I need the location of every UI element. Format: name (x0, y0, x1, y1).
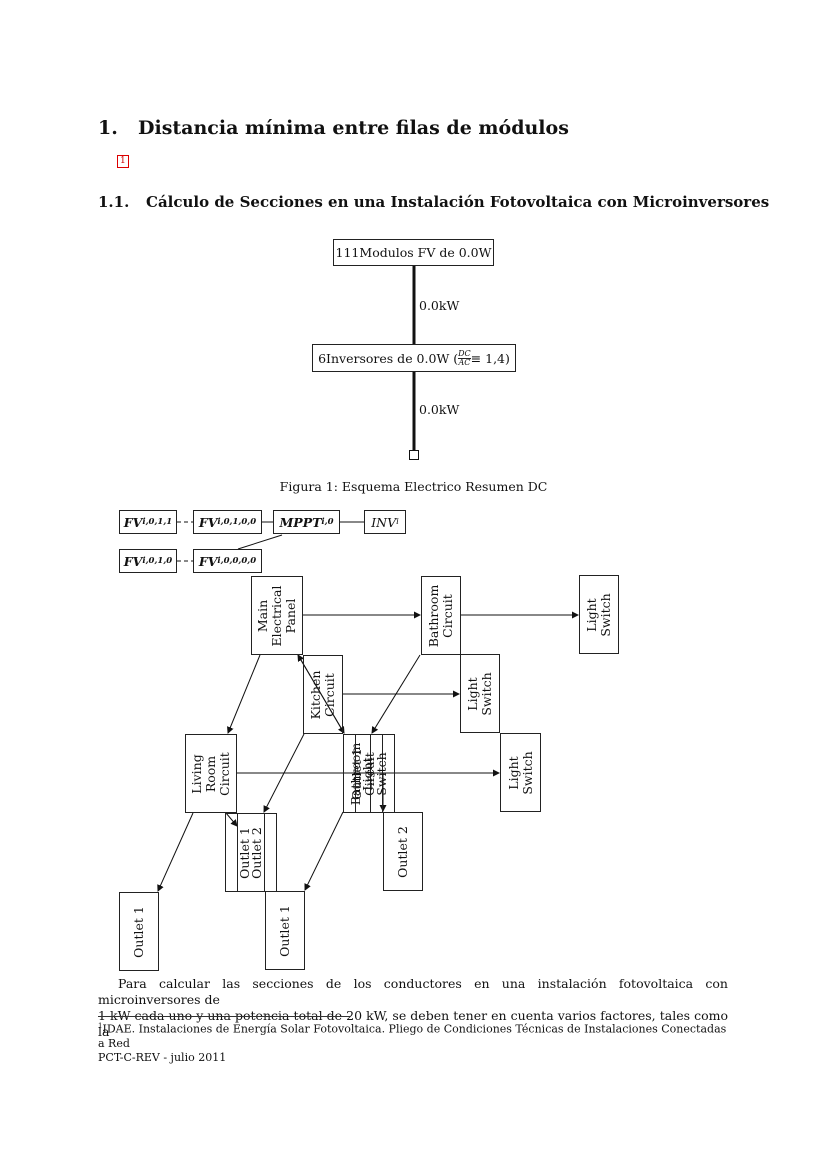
pv-modules-box: 111Modulos FV de 0.0W (333, 239, 494, 266)
kitchen-circuit-node: Kitchen Circuit (303, 655, 343, 734)
node-label: Light Switch (465, 671, 494, 716)
dc-power-top-label: 0.0kW (419, 298, 460, 313)
outlet-2-node: Outlet 2 (383, 812, 423, 891)
ratio-tail: ≡ 1,4) (470, 350, 510, 366)
inverters-label: 6Inversores de 0.0W ( (318, 350, 459, 366)
node-label: Outlet 1 (277, 904, 292, 957)
inv-subscript: i (396, 517, 399, 527)
light-switch-node: Light Switch (500, 733, 541, 812)
bathroom-circuit-node: Bathroom Circuit (421, 576, 461, 655)
subsection-heading: 1.1. Cálculo de Secciones en una Instalac… (98, 193, 769, 211)
light-switch-node: Light Switch (460, 654, 500, 733)
section-title: Distancia mínima entre filas de módulos (138, 117, 569, 139)
section-number: 1. (98, 117, 118, 139)
fv-subscript: i,0,1,0,0 (217, 517, 257, 527)
mppt-symbol: MPPT (279, 514, 322, 530)
section-heading: 1. Distancia mínima entre filas de módulo… (98, 117, 569, 139)
footnote-rule (98, 1016, 350, 1017)
fv-symbol: FV (123, 553, 143, 569)
dc-power-bottom-label: 0.0kW (419, 402, 460, 417)
paragraph-line-1: Para calcular las secciones de los condu… (98, 976, 728, 1007)
subsection-number: 1.1. (98, 193, 130, 211)
figure2-connector-lines (157, 521, 579, 892)
ratio-numerator: DC (458, 348, 471, 359)
footnote-line-1: IDAE. Instalaciones de Energía Solar Fot… (98, 1022, 727, 1050)
node-label: Living Room Circuit (189, 751, 232, 796)
light-switch-node: Light Switch (579, 575, 619, 654)
inv-symbol: INV (371, 514, 397, 530)
node-label: Bathroom Circuit (426, 584, 455, 647)
main-electrical-panel-node: Main Electrical Panel (251, 576, 303, 655)
footnote-line-2: PCT-C-REV - julio 2011 (98, 1050, 227, 1064)
mppt-subscript: i,0 (321, 517, 334, 527)
figure1-caption: Figura 1: Esquema Electrico Resumen DC (279, 479, 548, 494)
node-label: Outlet 1 (131, 905, 146, 958)
footnote: 1IDAE. Instalaciones de Energía Solar Fo… (98, 1019, 730, 1065)
outlet-1-node: Outlet 1 (119, 892, 159, 971)
body-paragraph: Para calcular las secciones de los condu… (98, 976, 728, 1040)
node-label: Outlet 2 (249, 826, 264, 879)
fv-subscript: i,0,0,0,0 (217, 556, 257, 566)
node-label: Outlet 2 (395, 825, 410, 878)
node-label: Light Switch (360, 751, 389, 796)
fv-symbol: FV (198, 514, 218, 530)
fv-symbol: FV (123, 514, 143, 530)
fv-subscript: i,0,1,0 (142, 556, 173, 566)
light-switch-node: Light Switch (355, 734, 395, 813)
figure1-connector-lines (409, 266, 419, 460)
node-label: Light Switch (584, 592, 613, 637)
node-label: Kitchen Circuit (308, 670, 337, 719)
ratio-denominator: AC (458, 357, 471, 367)
living-room-circuit-node: Living Room Circuit (185, 734, 237, 813)
node-label: Light Switch (505, 750, 535, 795)
fv-symbol: FV (198, 553, 218, 569)
fv-subscript: i,0,1,1 (142, 517, 173, 527)
node-label: Main Electrical Panel (255, 585, 298, 646)
footnote-mark: 1 (98, 1022, 103, 1030)
subsection-title: Cálculo de Secciones en una Instalación … (146, 193, 770, 211)
outlet-1-node: Outlet 1 (265, 891, 305, 970)
footnote-reference-link[interactable]: 1 (117, 155, 129, 168)
paragraph-line-2: 1 kW cada uno y una potencia total de 20… (98, 1008, 728, 1039)
outlet-2-node: Outlet 2 (237, 813, 277, 892)
